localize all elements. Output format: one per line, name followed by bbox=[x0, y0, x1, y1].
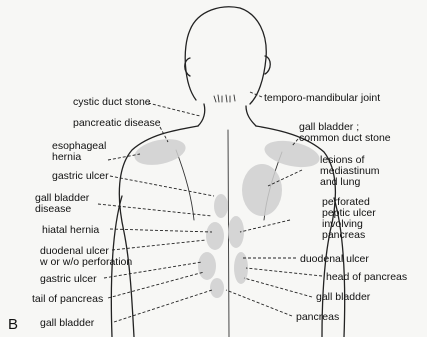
label-esophageal-hernia-line2: hernia bbox=[52, 151, 81, 163]
labels: cystic duct stone temporo-mandibular joi… bbox=[8, 92, 407, 333]
label-hiatal-hernia: hiatal hernia bbox=[42, 224, 99, 236]
label-gastric-ulcer-upper: gastric ulcer bbox=[52, 170, 109, 182]
label-pancreas: pancreas bbox=[296, 311, 339, 323]
area-spine-upper bbox=[214, 194, 228, 218]
label-tail-of-pancreas: tail of pancreas bbox=[32, 293, 103, 305]
label-gastric-ulcer-lower: gastric ulcer bbox=[40, 273, 97, 285]
pain-areas bbox=[132, 135, 322, 298]
area-right-scapula bbox=[242, 164, 282, 216]
area-right-lower bbox=[234, 252, 248, 284]
label-pancreatic-disease: pancreatic disease bbox=[73, 117, 161, 129]
label-gall-bladder-disease-line2: disease bbox=[35, 203, 71, 215]
label-head-of-pancreas: head of pancreas bbox=[326, 271, 407, 283]
neck-right bbox=[246, 106, 256, 126]
label-gall-bladder-common-duct-line2: common duct stone bbox=[299, 132, 391, 144]
label-perforated-line4: pancreas bbox=[322, 229, 365, 241]
label-gall-bladder-right: gall bladder bbox=[316, 291, 371, 303]
nape-hair bbox=[214, 95, 235, 102]
area-lower-center bbox=[210, 278, 224, 298]
label-gall-bladder-left: gall bladder bbox=[40, 317, 95, 329]
area-left-lower bbox=[198, 252, 216, 280]
label-cystic-duct-stone: cystic duct stone bbox=[73, 96, 151, 108]
panel-label: B bbox=[8, 316, 18, 333]
neck-left bbox=[198, 104, 205, 126]
label-duodenal-ulcer-right: duodenal ulcer bbox=[300, 253, 369, 265]
label-temporo-mandibular-joint: temporo-mandibular joint bbox=[264, 92, 380, 104]
label-duodenal-ulcer-left-line2: w or w/o perforation bbox=[39, 256, 132, 268]
area-right-mid bbox=[228, 216, 244, 248]
area-left-shoulder bbox=[132, 135, 188, 169]
label-lesions-line3: and lung bbox=[320, 176, 360, 188]
area-spine-mid bbox=[206, 222, 224, 250]
head-outline bbox=[185, 7, 266, 104]
scapula-left bbox=[176, 150, 194, 220]
